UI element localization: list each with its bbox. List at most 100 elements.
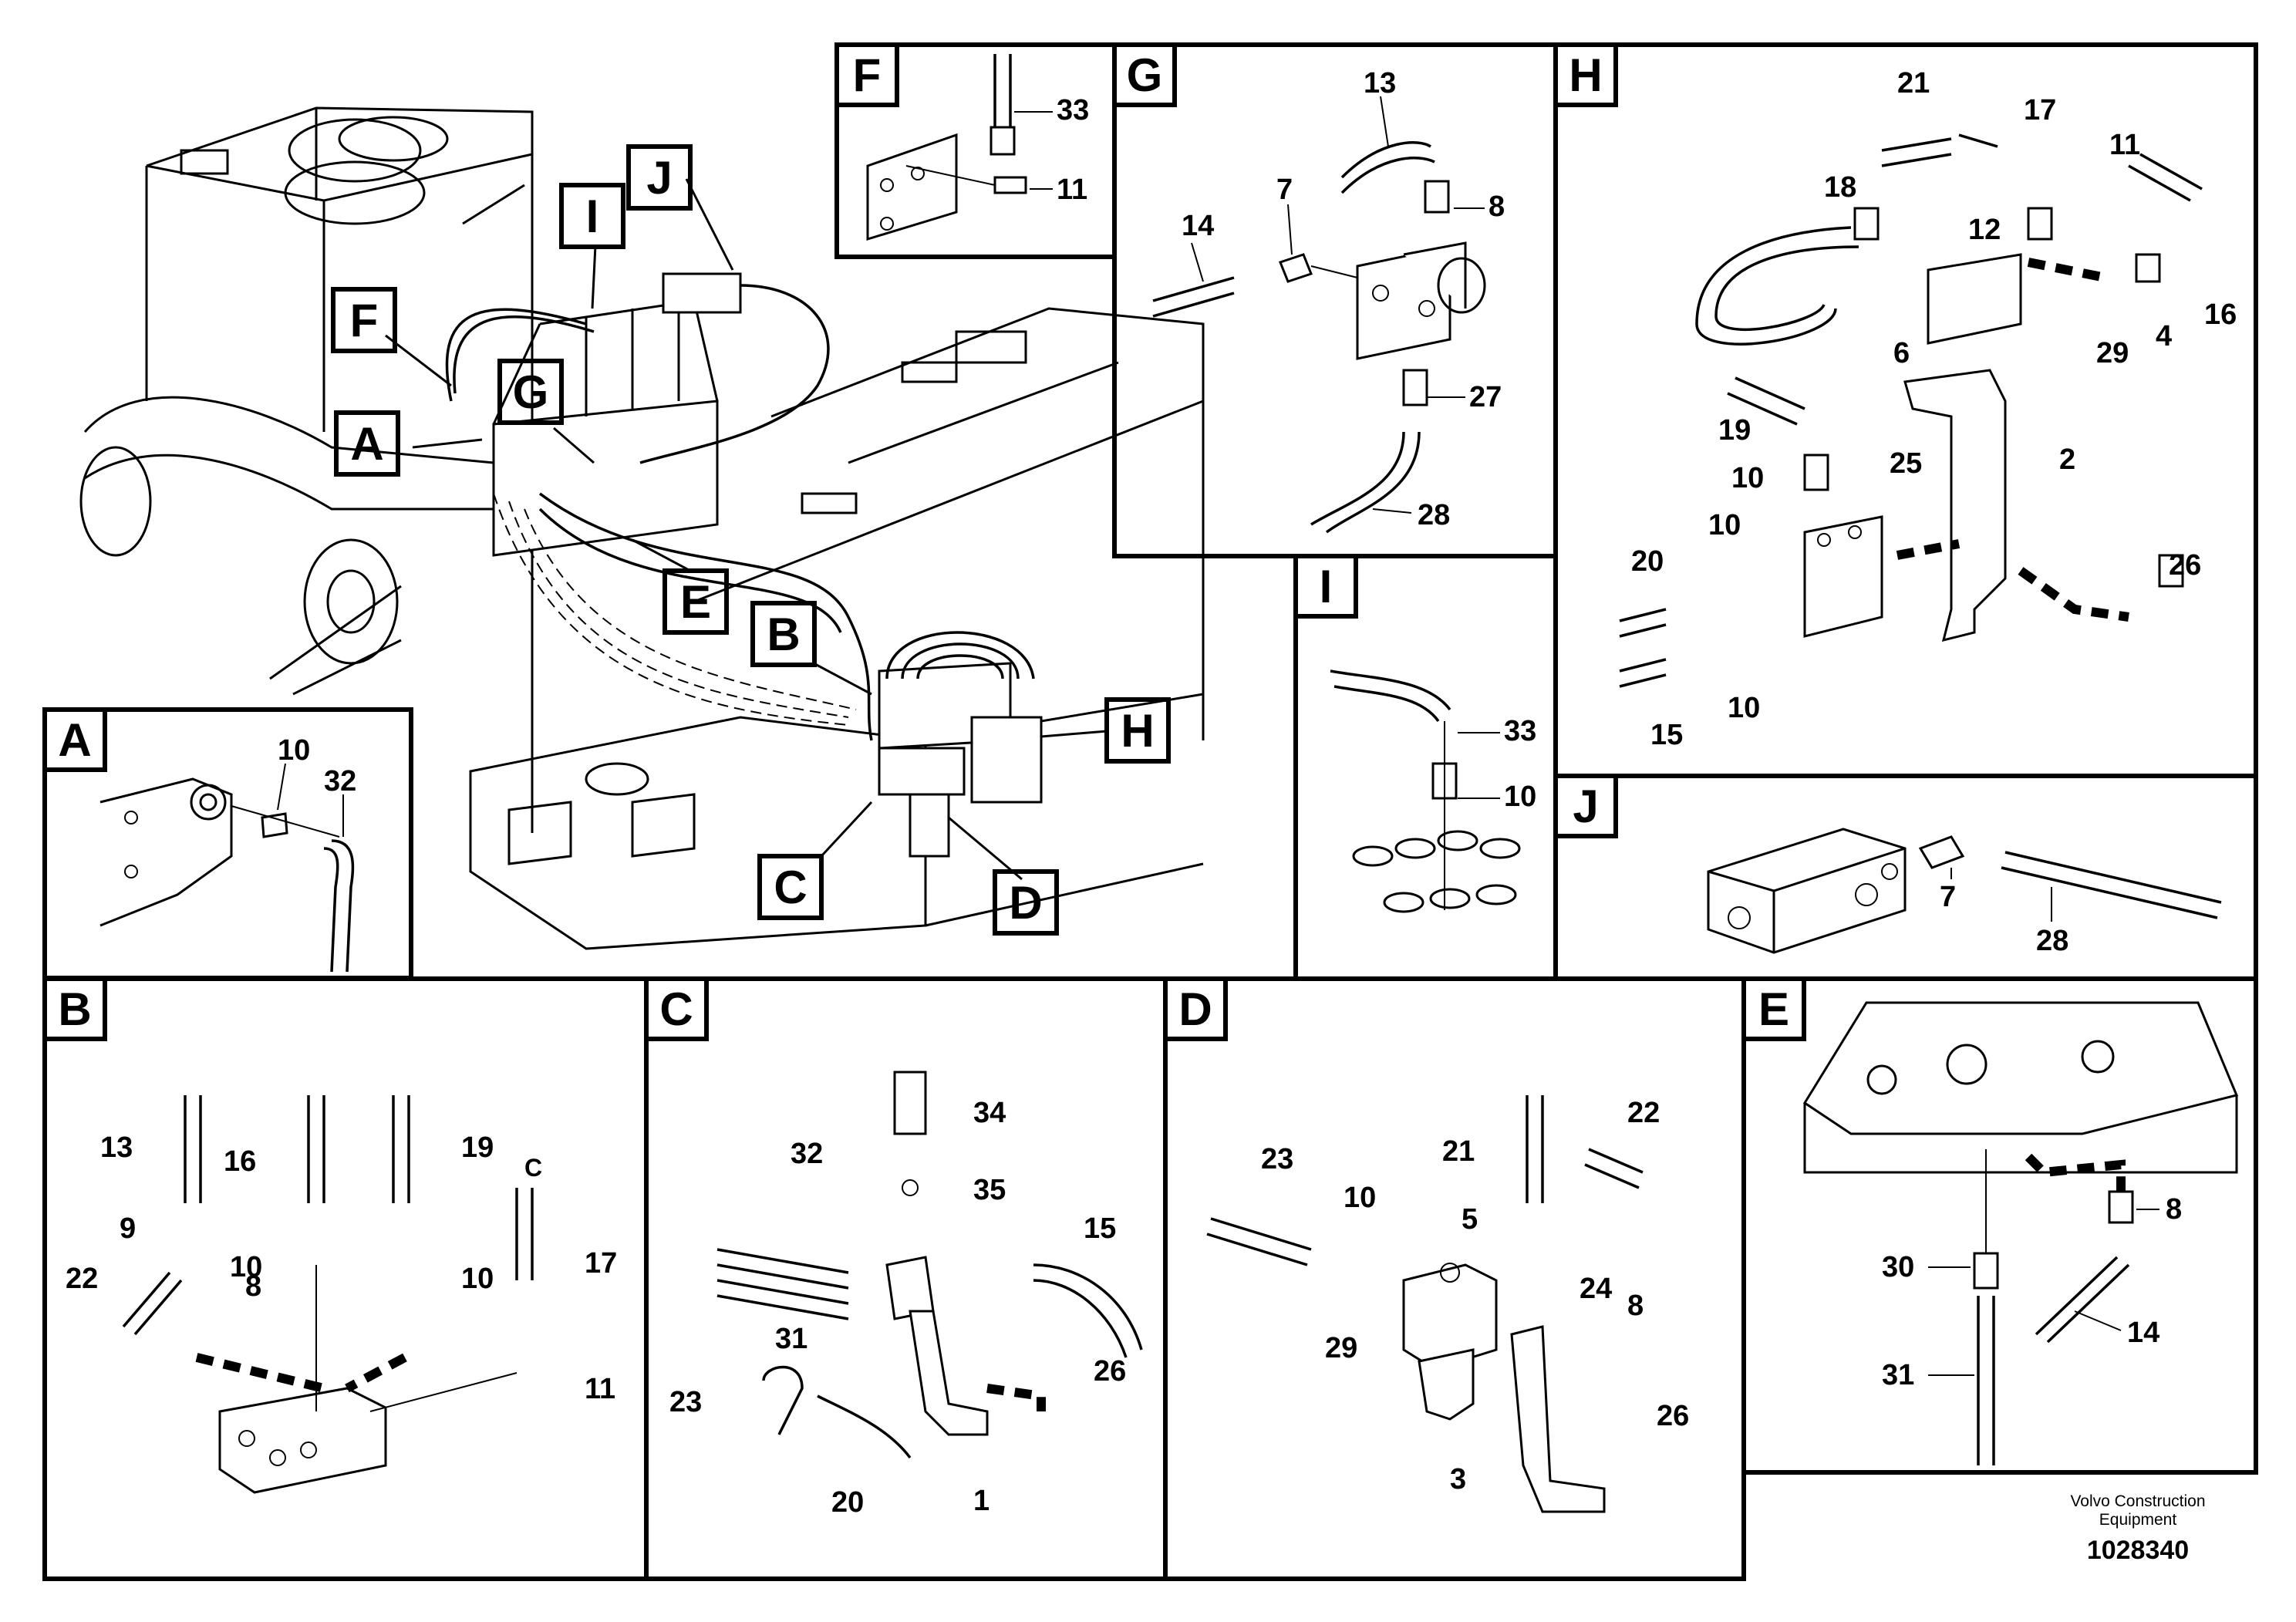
svg-text:H: H: [1569, 49, 1602, 101]
label-c-20: 20: [831, 1486, 864, 1519]
svg-text:J: J: [646, 152, 672, 204]
svg-text:H: H: [1121, 705, 1154, 757]
label-e-31: 31: [1882, 1359, 1914, 1391]
company-name: Volvo Construction Equipment: [2070, 1492, 2206, 1529]
label-j-7: 7: [1940, 881, 1956, 913]
label-b-11: 11: [585, 1373, 615, 1405]
callout-b[interactable]: B: [750, 601, 817, 667]
label-h-10-b: 10: [1708, 509, 1741, 541]
label-c-26: 26: [1094, 1355, 1126, 1388]
label-b-c: C: [524, 1154, 542, 1182]
svg-text:A: A: [58, 714, 91, 766]
label-h-18: 18: [1824, 171, 1856, 204]
drawing-number: 1028340: [2086, 1536, 2190, 1565]
label-c-35: 35: [973, 1174, 1006, 1206]
label-i-10: 10: [1504, 781, 1536, 813]
svg-text:B: B: [58, 983, 91, 1035]
label-h-19: 19: [1718, 414, 1751, 447]
svg-text:D: D: [1009, 877, 1042, 929]
panel-a: A 10 32: [42, 707, 413, 980]
svg-text:A: A: [350, 418, 383, 470]
label-h-6: 6: [1893, 337, 1910, 369]
label-e-8: 8: [2166, 1193, 2182, 1226]
callout-e[interactable]: E: [663, 568, 729, 635]
label-b-13: 13: [100, 1131, 133, 1164]
label-c-23: 23: [669, 1386, 702, 1418]
svg-text:E: E: [680, 576, 711, 628]
label-b-9: 9: [120, 1212, 136, 1245]
svg-text:I: I: [586, 191, 599, 242]
label-h-12: 12: [1968, 214, 2001, 246]
svg-text:G: G: [1127, 49, 1163, 101]
label-b-10-a: 10: [230, 1251, 262, 1283]
label-d-22: 22: [1627, 1097, 1660, 1129]
label-h-16: 16: [2204, 298, 2237, 331]
label-d-24: 24: [1580, 1273, 1612, 1305]
label-d-26: 26: [1657, 1400, 1689, 1432]
svg-text:E: E: [1758, 983, 1789, 1035]
panel-h: H 21 17 11 18 12 6 29 4 16 19 25 2 10 10…: [1553, 42, 2258, 778]
label-h-4: 4: [2156, 320, 2172, 352]
label-h-26: 26: [2169, 549, 2201, 582]
callout-a[interactable]: A: [334, 410, 400, 477]
svg-text:C: C: [774, 862, 807, 913]
label-h-17: 17: [2024, 94, 2056, 126]
label-b-10-b: 10: [461, 1263, 494, 1295]
svg-text:B: B: [767, 609, 800, 660]
label-g-13: 13: [1364, 67, 1396, 99]
label-j-28: 28: [2036, 925, 2068, 957]
label-d-3: 3: [1450, 1463, 1466, 1496]
callout-h[interactable]: H: [1104, 697, 1171, 764]
label-f-33: 33: [1057, 94, 1089, 126]
callout-d[interactable]: D: [993, 869, 1059, 936]
label-h-15: 15: [1650, 719, 1683, 751]
label-b-19: 19: [461, 1131, 494, 1164]
callout-c[interactable]: C: [757, 854, 824, 920]
main-assembly-view: [79, 106, 1205, 950]
label-f-11: 11: [1057, 174, 1087, 206]
svg-text:J: J: [1573, 781, 1598, 832]
label-d-21: 21: [1442, 1135, 1475, 1168]
callout-j[interactable]: J: [626, 144, 693, 211]
label-b-17: 17: [585, 1247, 617, 1280]
label-a-10: 10: [278, 734, 310, 767]
label-g-28: 28: [1418, 499, 1450, 531]
label-e-30: 30: [1882, 1251, 1914, 1283]
panel-i: I 33 10: [1293, 554, 1558, 981]
label-d-10: 10: [1344, 1182, 1376, 1214]
panel-j: J 7 28: [1553, 774, 2258, 981]
label-h-20: 20: [1631, 545, 1664, 578]
label-c-32: 32: [791, 1138, 823, 1170]
label-h-10-c: 10: [1728, 692, 1760, 724]
label-d-8: 8: [1627, 1290, 1644, 1322]
label-g-14: 14: [1182, 210, 1214, 242]
panel-g: G 13 7 8 14 27 28: [1112, 42, 1558, 558]
svg-text:C: C: [659, 983, 693, 1035]
label-h-2: 2: [2059, 443, 2075, 476]
svg-text:F: F: [350, 295, 379, 346]
callout-i[interactable]: I: [559, 183, 625, 249]
label-h-25: 25: [1890, 447, 1922, 480]
label-d-5: 5: [1462, 1203, 1478, 1236]
label-h-29: 29: [2096, 337, 2129, 369]
label-c-34: 34: [973, 1097, 1006, 1129]
callout-f[interactable]: F: [331, 287, 397, 353]
svg-text:I: I: [1320, 561, 1333, 612]
label-g-8: 8: [1489, 191, 1505, 223]
panel-c: C 34 32 35 15 31 26 23 20 1: [644, 976, 1168, 1581]
label-d-29: 29: [1325, 1332, 1357, 1364]
label-d-23: 23: [1261, 1143, 1293, 1175]
label-b-8: 8: [245, 1270, 261, 1303]
label-b-22: 22: [66, 1263, 98, 1295]
callout-g[interactable]: G: [497, 359, 564, 425]
title-block: Volvo Construction Equipment 1028340: [2053, 1492, 2223, 1566]
label-h-21: 21: [1897, 67, 1930, 99]
label-c-31: 31: [775, 1323, 807, 1355]
label-h-10-a: 10: [1731, 462, 1764, 494]
svg-text:G: G: [513, 366, 549, 418]
label-i-33: 33: [1504, 715, 1536, 747]
label-b-16: 16: [224, 1145, 256, 1178]
panel-f: F 33 11: [834, 42, 1117, 259]
panel-d: D 22 23 21 10 5 8 24 29 26 3: [1163, 976, 1746, 1581]
